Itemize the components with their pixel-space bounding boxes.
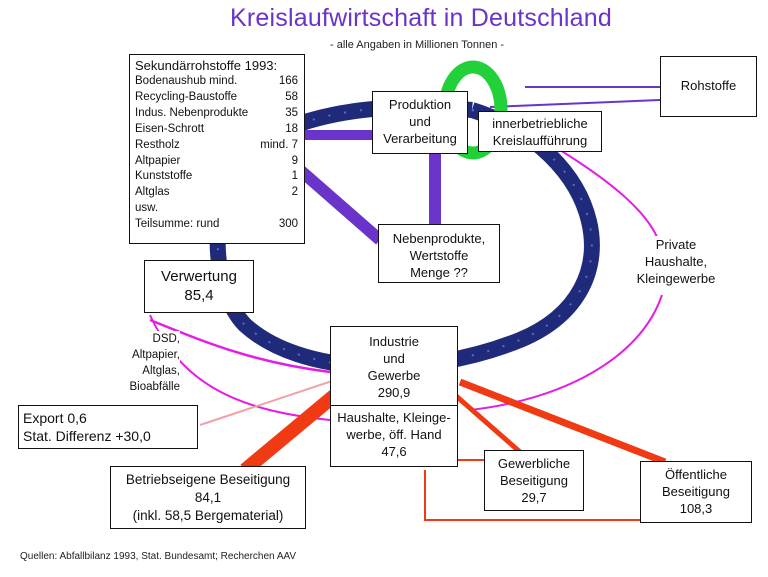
industrie-line: und [383,351,405,366]
table-row: Eisen-Schrott 18 [135,122,298,138]
red-to-betriebseigene [240,389,340,476]
innerbetriebliche-line: Kreislaufführung [492,133,588,148]
table-row: Indus. Nebenprodukte 35 [135,106,298,122]
haushalte-line: Haushalte, Kleinge- [337,410,451,425]
oeffentliche-line: 108,3 [679,501,713,516]
row-value: 18 [285,122,298,135]
row-value: 166 [278,75,298,87]
oeffentliche-box: Öffentliche Beseitigung 108,3 [640,461,752,523]
page-title: Kreislaufwirtschaft in Deutschland [230,4,612,32]
produktion-box: Produktion und Verarbeitung [372,91,468,154]
row-value: 35 [285,106,298,119]
export-box: Export 0,6 Stat. Differenz +30,0 [18,405,198,449]
row-label: Eisen-Schrott [135,122,205,135]
verwertung-value: 85,4 [184,287,214,304]
gewerbliche-line: 29,7 [521,490,547,505]
produktion-line: und [409,114,431,129]
betriebseigene-line: 84,1 [194,490,222,505]
haushalte-box: Haushalte, Kleinge- werbe, öff. Hand 47,… [330,405,458,467]
table-row: Teilsumme: rund 300 [135,217,298,233]
row-value: 300 [278,218,298,231]
row-label: Altpapier [135,154,181,167]
row-value: 9 [291,154,298,167]
gewerbliche-box: Gewerbliche Beseitigung 29,7 [484,450,584,511]
industrie-line: Gewerbe [367,368,421,383]
table-row: Restholz mind. 7 [135,138,298,154]
source-note: Quellen: Abfallbilanz 1993, Stat. Bundes… [20,551,297,562]
betriebseigene-line: (inkl. 58,5 Bergematerial) [132,508,284,523]
magenta-industrie-to-verwertung [149,318,331,374]
table-row: Recycling-Baustoffe 58 [135,90,298,106]
magenta-private-to-haushalte [469,294,663,411]
private-haushalte-label: Private Haushalte, Kleingewerbe [624,236,728,287]
betriebseigene-line: Betriebseigene Beseitigung [125,472,291,487]
dsd-line: DSD, [152,333,180,345]
dsd-line: Altpapier, [132,349,180,361]
pink-export-flow [199,379,336,426]
betriebseigene-box: Betriebseigene Beseitigung 84,1 (inkl. 5… [110,466,306,529]
row-value: mind. 7 [260,138,298,151]
row-label: Recycling-Baustoffe [135,90,238,103]
rohstoffe-label: Rohstoffe [680,78,737,93]
row-value: 1 [291,170,298,183]
table-row: usw. [135,201,298,217]
haushalte-line: werbe, öff. Hand [346,427,442,442]
nebenprodukte-line: Wertstoffe [409,248,469,263]
verwertung-box: Verwertung 85,4 [144,260,254,313]
innerbetriebliche-line: innerbetriebliche [492,116,588,131]
red-to-gewerbliche [453,393,522,454]
private-line: Kleingewerbe [636,271,716,286]
sekundaerrohstoffe-table: Sekundärrohstoffe 1993: Bodenaushub mind… [129,54,305,244]
purple-diagonal-flow [296,165,384,245]
row-label: Teilsumme: rund [135,218,220,231]
rohstoffe-arrow-2 [489,99,661,108]
produktion-line: Verarbeitung [383,131,457,146]
row-label: Bodenaushub mind. [135,75,238,87]
row-value: 58 [285,90,298,103]
haushalte-value: 47,6 [381,444,407,459]
red-to-oeffentliche [458,378,667,466]
table-row: Altpapier 9 [135,154,298,170]
rohstoffe-box: Rohstoffe [660,56,757,117]
private-line: Haushalte, [644,254,708,269]
produktion-line: Produktion [388,97,452,112]
oeffentliche-line: Beseitigung [662,484,730,499]
gewerbliche-line: Gewerbliche [497,456,571,471]
magenta-private-flow [559,149,661,246]
row-label: Kunststoffe [135,170,193,183]
export-line: Stat. Differenz +30,0 [23,428,151,444]
verwertung-label: Verwertung [161,268,237,285]
dsd-label: DSD, Altpapier, Altglas, Bioabfälle [108,331,180,395]
nebenprodukte-line: Menge ?? [410,265,468,280]
red-haushalte-flow [424,470,670,521]
table-row: Altglas 2 [135,185,298,201]
nebenprodukte-line: Nebenprodukte, [392,231,486,246]
row-label: Indus. Nebenprodukte [135,106,249,119]
dsd-line: Bioabfälle [129,381,180,393]
page-subtitle: - alle Angaben in Millionen Tonnen - [330,39,505,51]
nebenprodukte-box: Nebenprodukte, Wertstoffe Menge ?? [378,224,500,283]
gewerbliche-line: Beseitigung [500,473,568,488]
row-label: Restholz [135,138,180,151]
row-label: Altglas [135,186,170,199]
oeffentliche-line: Öffentliche [665,467,727,482]
sekundaerrohstoffe-header: Sekundärrohstoffe 1993: [135,58,278,73]
dsd-line: Altglas, [142,365,180,377]
navy-cycle-flow [209,99,600,375]
industrie-line: Industrie [369,334,419,349]
row-value: 2 [291,186,298,199]
table-row: Bodenaushub mind. 166 [135,74,298,90]
table-row: Kunststoffe 1 [135,169,298,185]
private-line: Private [655,237,697,252]
row-label: usw. [135,202,159,215]
industrie-value: 290,9 [377,385,411,400]
industrie-box: Industrie und Gewerbe 290,9 [330,326,458,406]
innerbetriebliche-box: innerbetriebliche Kreislaufführung [478,111,602,152]
export-line: Export 0,6 [23,410,87,426]
